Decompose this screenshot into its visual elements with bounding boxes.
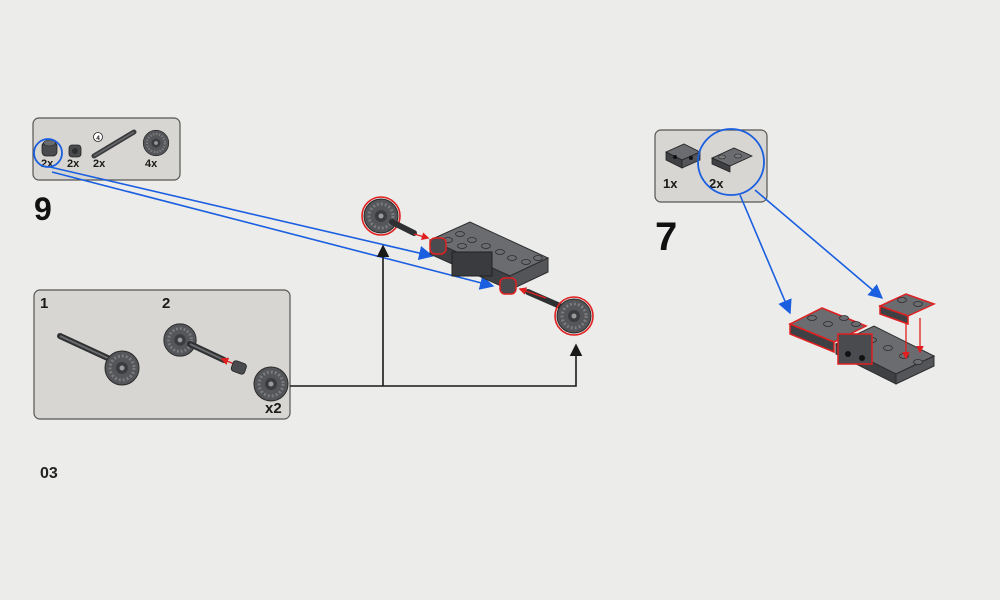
step9-parts-list: 2x 2x 4 2x 4x	[32, 117, 181, 181]
subassembly-panel: 1 2 x2	[33, 289, 291, 420]
plate-with-pin-icon	[711, 147, 753, 173]
chassis-plate	[428, 221, 550, 295]
substep-2-number: 2	[162, 295, 170, 312]
subassembly-multiplier: x2	[265, 400, 282, 417]
step9-callout-arrows	[49, 166, 495, 290]
step7-callout-arrows	[739, 189, 884, 315]
step7-model	[788, 293, 936, 385]
substep-1-illustration	[57, 333, 141, 387]
part-qty: 2x	[93, 158, 106, 170]
highlight-circle	[33, 138, 63, 168]
substep-1-number: 1	[40, 295, 48, 312]
part-qty: 4x	[145, 158, 158, 170]
axle-length-badge: 4	[96, 135, 100, 142]
page-number: 03	[40, 465, 58, 482]
gear-wheel-left	[361, 196, 430, 241]
highlight-circle	[697, 128, 765, 196]
part-qty: 2x	[709, 176, 724, 191]
axle-icon: 4	[91, 129, 137, 159]
part-qty: 1x	[663, 176, 678, 191]
step9-model	[361, 196, 594, 336]
connector-peg-icon	[68, 144, 82, 158]
substep-2-illustration	[162, 322, 290, 403]
round-brick-icon	[41, 139, 58, 157]
step7-parts-list: 1x 2x	[654, 128, 768, 203]
step7-number: 7	[655, 215, 677, 259]
gear-icon	[142, 129, 170, 157]
subassembly-connector-arrows	[290, 244, 583, 387]
gear-wheel-right	[518, 287, 594, 336]
step9-number: 9	[34, 191, 52, 227]
part-qty: 2x	[67, 158, 80, 170]
